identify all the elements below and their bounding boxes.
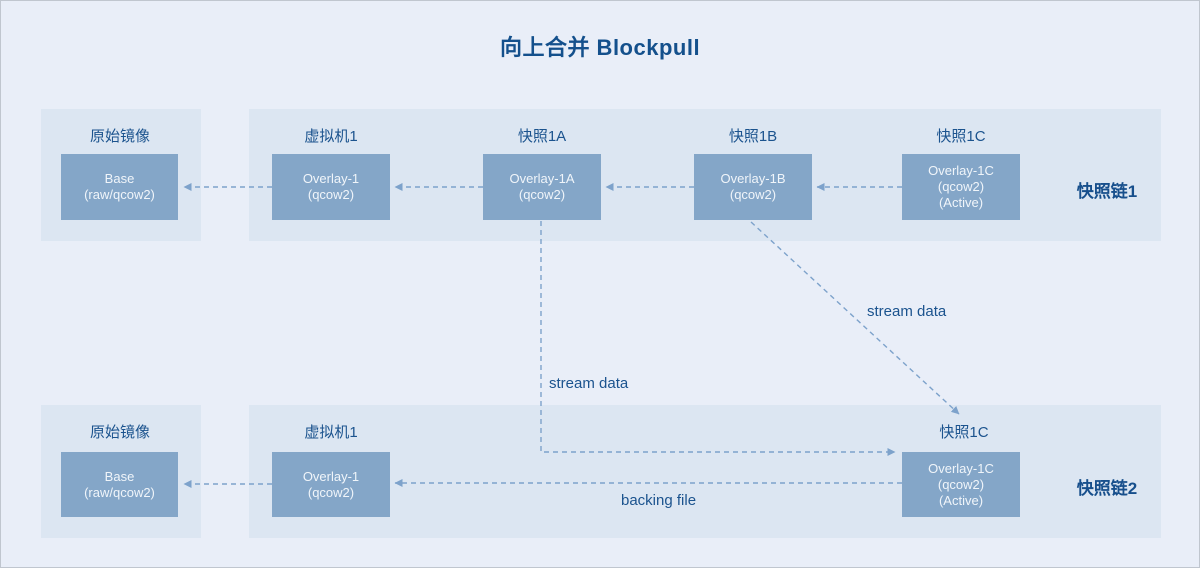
node-text-line: Base [104, 171, 135, 186]
node-text-line: (Active) [938, 195, 984, 210]
chain1-base-label: 原始镜像 [89, 128, 151, 145]
chain2-overlay1c-node: Overlay-1C (qcow2) (Active) [902, 452, 1020, 517]
diagram-title: 向上合并 Blockpull [499, 35, 701, 60]
node-text-line: (qcow2) [307, 187, 355, 202]
node-text-line: (qcow2) [937, 476, 985, 492]
chain2-overlay1-node: Overlay-1 (qcow2) [272, 452, 390, 517]
chain1-name: 快照链1 [1076, 182, 1138, 201]
node-text-line: (Active) [938, 492, 984, 508]
node-text-line: Overlay-1 [302, 468, 360, 484]
node-text-line: (raw/qcow2) [84, 484, 155, 500]
node-text-line: Overlay-1C [928, 163, 994, 178]
node-text-line: (qcow2) [729, 187, 777, 202]
node-text-line: Overlay-1 [302, 171, 360, 186]
chain2-base-node: Base (raw/qcow2) [61, 452, 178, 517]
node-text-line: Base [104, 468, 135, 484]
chain1-node2-label: 快照1B [728, 128, 778, 145]
chain1-node3-label: 快照1C [936, 128, 986, 145]
chain1-overlay1-node: Overlay-1 (qcow2) [272, 154, 390, 220]
chain2-node0-label: 虚拟机1 [304, 424, 358, 441]
chain1-base-node: Base (raw/qcow2) [61, 154, 178, 220]
backing-file-label: backing file [621, 492, 697, 509]
node-text-line: (qcow2) [518, 187, 566, 202]
node-text-line: (raw/qcow2) [84, 187, 155, 202]
chain2-base-label: 原始镜像 [89, 424, 151, 441]
chain1-overlay1b-node: Overlay-1B (qcow2) [694, 154, 812, 220]
node-text-line: (qcow2) [307, 484, 355, 500]
node-text-line: Overlay-1A [509, 171, 575, 186]
stream-data-label-vertical: stream data [549, 375, 629, 392]
node-text-line: Overlay-1C [928, 460, 994, 476]
chain1-overlay1a-node: Overlay-1A (qcow2) [483, 154, 601, 220]
node-text-line: Overlay-1B [720, 171, 786, 186]
chain1-node0-label: 虚拟机1 [304, 128, 358, 145]
chain1-node1-label: 快照1A [517, 128, 567, 145]
stream-data-label-diagonal: stream data [867, 303, 947, 320]
node-text-line: (qcow2) [937, 179, 985, 194]
chain1-overlay1c-node: Overlay-1C (qcow2) (Active) [902, 154, 1020, 220]
chain2-name: 快照链2 [1076, 479, 1138, 498]
chain2-node1-label: 快照1C [939, 424, 989, 441]
